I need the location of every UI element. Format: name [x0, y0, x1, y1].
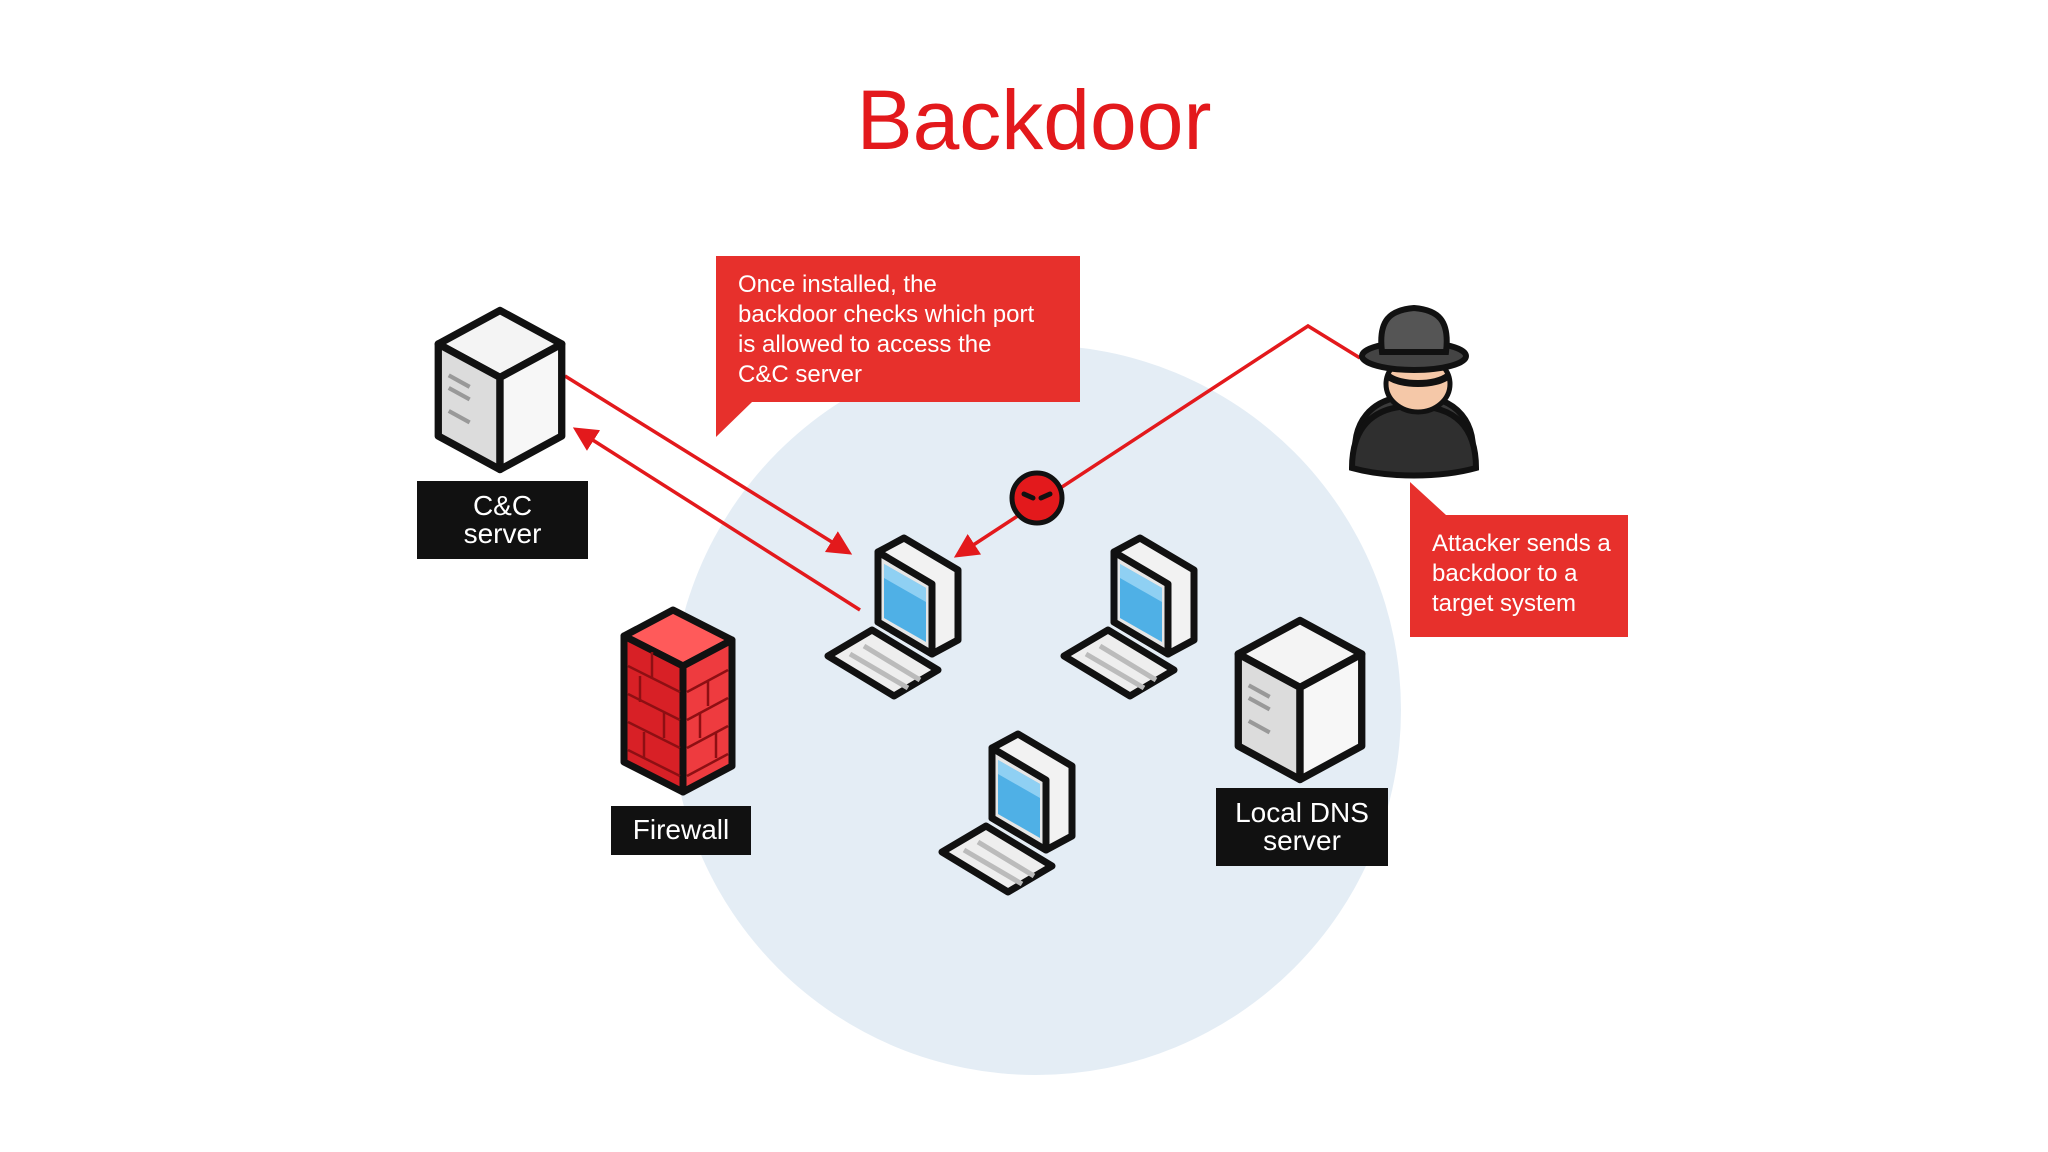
connection-attacker-to-computer	[953, 323, 1361, 558]
label-firewall: Firewall	[611, 806, 751, 855]
label-cc-server: C&C server	[417, 481, 588, 559]
connection-cc-to-computer	[564, 374, 853, 555]
malware-icon	[1009, 470, 1065, 526]
label-firewall-text: Firewall	[632, 814, 730, 845]
server-icon	[1238, 620, 1361, 779]
slide-title: Backdoor	[856, 73, 1212, 167]
callout-backdoor-check: Once installed, the backdoor checks whic…	[716, 256, 1080, 402]
callout-attacker-text: Attacker sends a backdoor to a target sy…	[1432, 530, 1611, 617]
hacker-icon	[1348, 304, 1480, 479]
callout-pointer	[1410, 482, 1446, 515]
server-icon	[438, 310, 561, 469]
label-local-dns-server-text: Local DNS server	[1235, 797, 1369, 856]
network-zone	[671, 345, 1401, 1075]
connection-computer-to-cc	[572, 427, 861, 612]
callout-attacker: Attacker sends a backdoor to a target sy…	[1410, 515, 1628, 637]
firewall-icon	[620, 606, 736, 796]
label-local-dns-server: Local DNS server	[1216, 788, 1388, 866]
callout-backdoor-check-text: Once installed, the backdoor checks whic…	[738, 271, 1035, 388]
callout-pointer	[716, 402, 752, 437]
label-cc-server-text: C&C server	[463, 490, 542, 549]
